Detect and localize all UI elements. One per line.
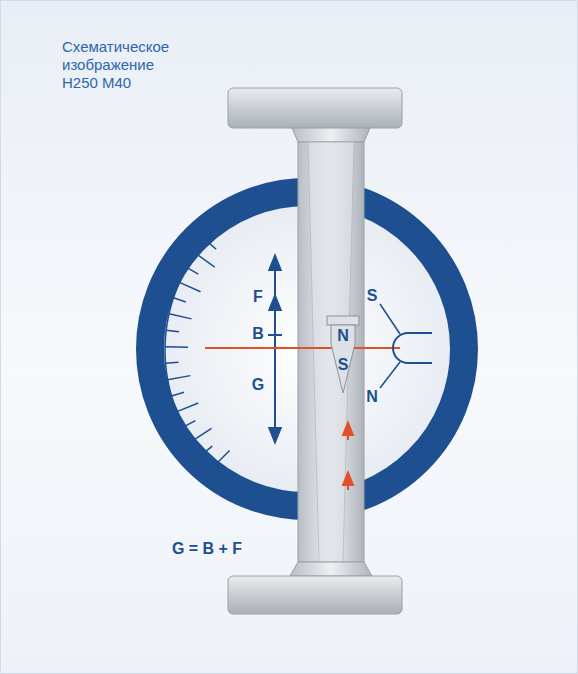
scale-tick	[166, 330, 179, 332]
scale-ticks	[165, 241, 230, 467]
float-pole: S	[338, 357, 349, 373]
measuring-tube	[298, 142, 364, 562]
top-neck	[292, 128, 370, 142]
scale-tick	[165, 346, 188, 348]
float-head	[327, 316, 359, 325]
b-mark	[268, 334, 282, 336]
flow-arrow	[347, 428, 349, 440]
bottom-flange	[228, 576, 402, 614]
scale-tick	[206, 241, 216, 250]
scale-tick	[196, 254, 215, 267]
scale-tick	[177, 403, 198, 412]
tapered-bore	[308, 142, 354, 562]
follower-magnet	[393, 333, 432, 363]
reading-line	[205, 347, 400, 349]
scale-tick	[187, 268, 198, 274]
flow-arrow	[347, 478, 349, 490]
top-flange	[228, 88, 402, 128]
formula: G = B + F	[172, 541, 242, 557]
scale-tick	[168, 376, 191, 380]
bottom-neck	[290, 562, 372, 576]
title: Схематическое изображение H250 M40	[62, 38, 184, 92]
leader-line	[380, 304, 400, 334]
scale-tick	[180, 282, 201, 291]
dimension-label: G	[252, 377, 264, 393]
scale-tick	[184, 421, 196, 427]
magnet-pole: S	[367, 288, 378, 304]
scale-tick	[192, 428, 211, 441]
travel-arrow	[274, 302, 276, 318]
scale-tick	[172, 392, 184, 396]
magnet-pole: N	[366, 389, 378, 405]
float-pole: N	[337, 328, 349, 344]
scale-tick	[202, 446, 212, 454]
scale-arc	[165, 241, 213, 467]
dimension-label: F	[253, 289, 263, 305]
float	[331, 325, 355, 393]
scale-tick	[169, 314, 191, 319]
leader-line	[380, 362, 400, 388]
scale-tick	[166, 362, 179, 363]
scale-tick	[173, 298, 185, 302]
scale-tick	[213, 450, 229, 466]
dimension-label: B	[252, 326, 264, 342]
